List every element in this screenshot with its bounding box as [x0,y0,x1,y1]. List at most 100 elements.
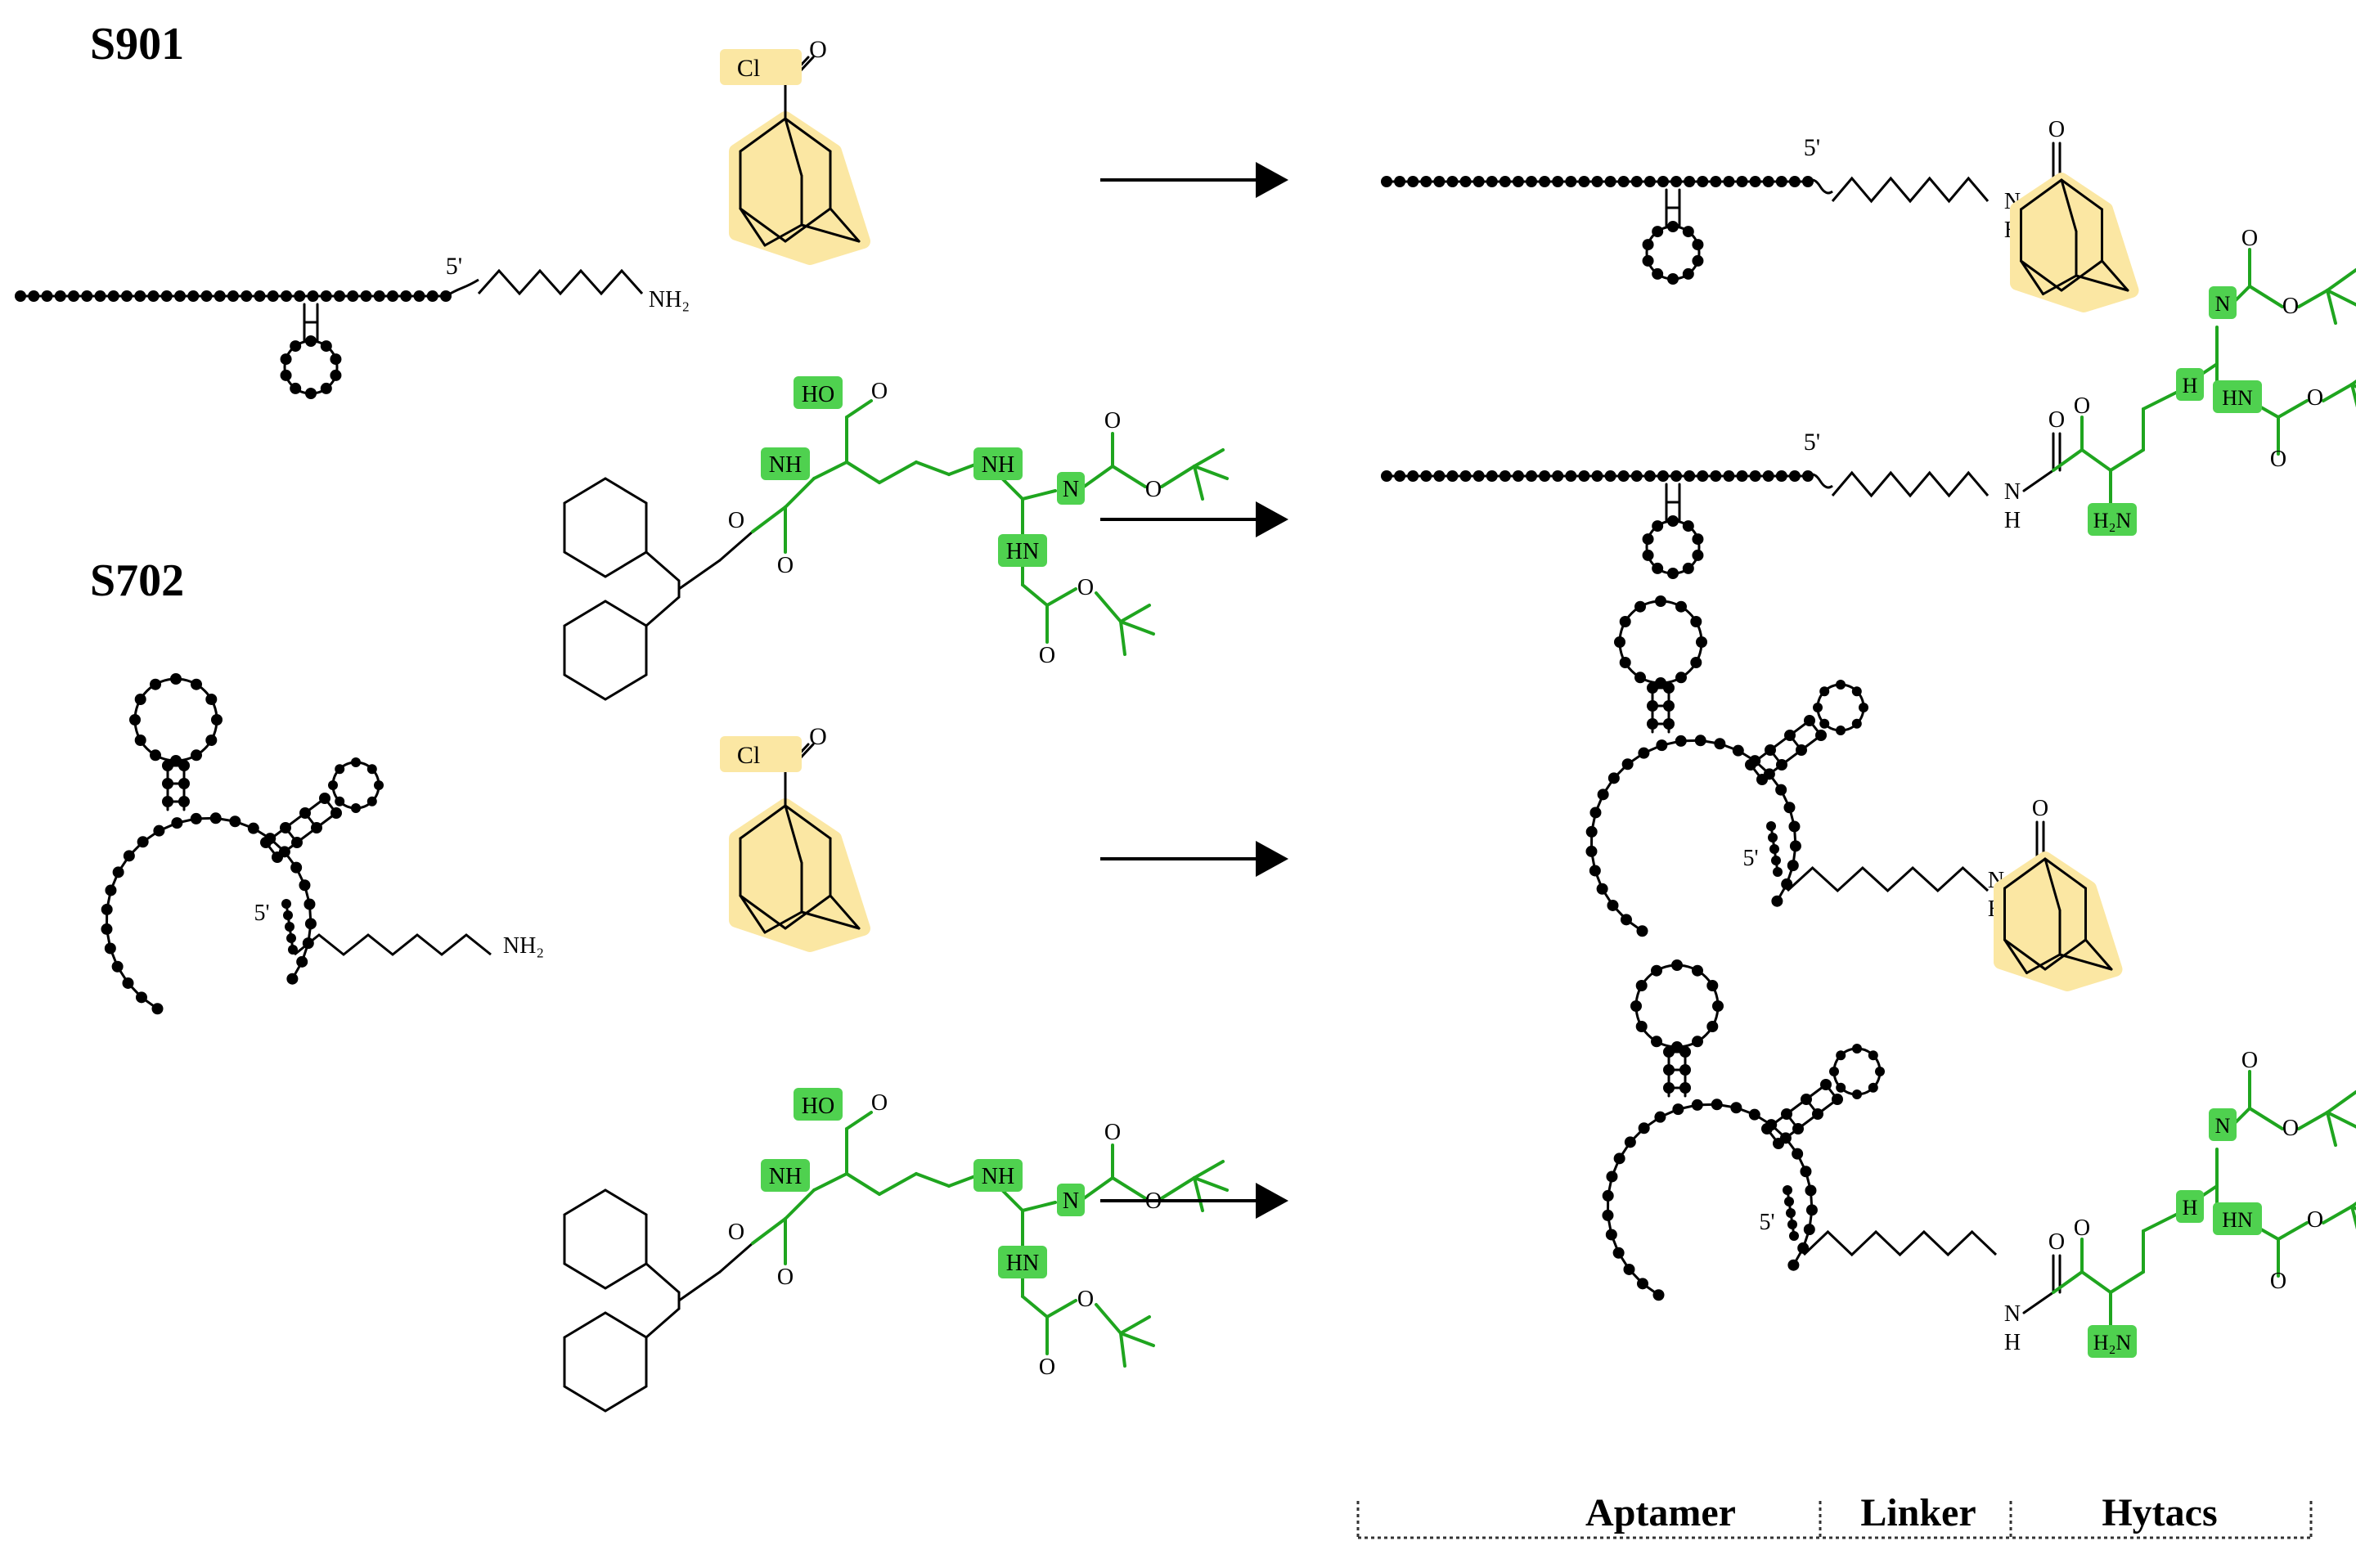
atom-label: O [2032,796,2048,821]
nucleotide-dot [1526,176,1538,187]
atom-label: HN [2222,386,2253,410]
s901-adamantane-product: 5'NHO [1381,117,2139,312]
nucleotide-dot [191,749,202,762]
bond-line [2022,469,2055,492]
nucleotide-dot [1652,520,1664,532]
nucleotide-dot [1643,470,1656,482]
bond-line [1193,465,1229,480]
nucleotide-dot [320,382,332,394]
atom-label: H₂N [2093,509,2132,532]
nucleotide-dot [129,714,141,726]
bond-line [2020,259,2044,295]
atom-label: N [2215,1114,2231,1138]
highlight-box [794,1088,843,1121]
atom-label: NH [982,452,1014,478]
nucleotide-dot [1657,470,1669,482]
bond-line [2350,1201,2356,1208]
nucleotide-dot [296,955,308,968]
nucleotide-dot [1604,176,1616,187]
nucleotide-dot [1788,470,1801,482]
bond-line [1045,1299,1077,1319]
nucleotide-dot [1682,267,1694,280]
nucleotide-dot [1663,1082,1675,1094]
nucleotide-dot [1620,914,1632,926]
nucleotide-dot [227,290,239,302]
atom-label: O [871,1090,888,1116]
atom-label: N [1063,477,1079,502]
nucleotide-dot [299,879,311,892]
nucleotide-dot [1805,1184,1817,1197]
nucleotide-dot [1630,176,1643,187]
nucleotide-dot [1651,964,1662,977]
nucleotide-dot [1836,1082,1846,1093]
bond-line [1021,1201,1057,1212]
atom-label: NH [769,452,802,478]
nucleotide-dot [162,778,173,789]
nucleotide-dot [1691,1098,1703,1111]
nucleotide-dot [1749,176,1761,187]
nucleotide-dot [1381,470,1392,482]
nucleotide-dot [1486,470,1498,482]
adamantane-cage: ClO [720,723,870,952]
bond-line [784,894,832,930]
bond-line [2042,274,2078,295]
atom-label: H [2004,508,2021,533]
nucleotide-dot [1539,470,1551,482]
highlight-box [973,1159,1023,1192]
bond-line [2277,1221,2309,1241]
atom-label: O [777,1265,794,1290]
atom-label: O [2074,393,2090,419]
bond-line [2052,1270,2084,1294]
nucleotide-dot [1651,1036,1662,1048]
bond-line [2080,448,2112,472]
bond-line [2003,857,2047,890]
nucleotide-dot [1613,1152,1625,1165]
nucleotide-dot [104,942,116,955]
adamantane-acyl-chloride-reagent-2: ClO [720,723,870,952]
nucleotide-dot [153,824,165,837]
nucleotide-dot [41,290,53,302]
nucleotide-dot [1675,735,1687,747]
atom-label: H [2183,374,2198,398]
bond-line [1193,1176,1204,1212]
atom-label: NH₂ [503,933,544,959]
highlight-box [2176,368,2204,401]
nucleotide-dot [1512,470,1524,482]
nucleotide-dot [366,796,377,806]
highlight-box [2213,1202,2262,1235]
nucleotide-dot [247,822,259,834]
bond-line [2020,259,2063,292]
atom-label: 5' [254,901,269,926]
nucleotide-dot [1692,1036,1703,1048]
nucleotide-dot [1667,273,1679,285]
nucleotide-dot [1635,1021,1648,1032]
nucleotide-dot [280,353,292,366]
nucleotide-dot [1800,1166,1812,1178]
wavy-bond [445,278,479,298]
nucleotide-dot [1730,1102,1742,1114]
bond-line [739,894,787,930]
s702-adamantane-product: 5'NHO [1585,595,2123,991]
nucleotide-dot [374,780,384,790]
nucleotide-dot [1596,883,1608,895]
nucleotide-dot [1829,1067,1839,1076]
atom-label: O [2241,226,2258,251]
nucleotide-dot [360,290,372,302]
nucleotide-dot [160,290,173,302]
bond-line [878,1172,918,1196]
atom-label: O [1077,1287,1094,1312]
highlight-box [761,447,810,480]
nucleotide-dot [1868,1050,1878,1061]
nucleotide-dot [400,290,412,302]
nucleotide-dot [1775,470,1787,482]
nucleotide-dot [1655,595,1666,607]
bond-line [739,117,787,153]
top-loop-ring [133,677,218,762]
atom-label: O [1039,1355,1055,1380]
atom-label: O [1145,477,1162,502]
aptamer-bracket-label: Aptamer [1585,1491,1736,1534]
linker-chain [294,933,492,956]
nucleotide-dot [330,353,342,366]
